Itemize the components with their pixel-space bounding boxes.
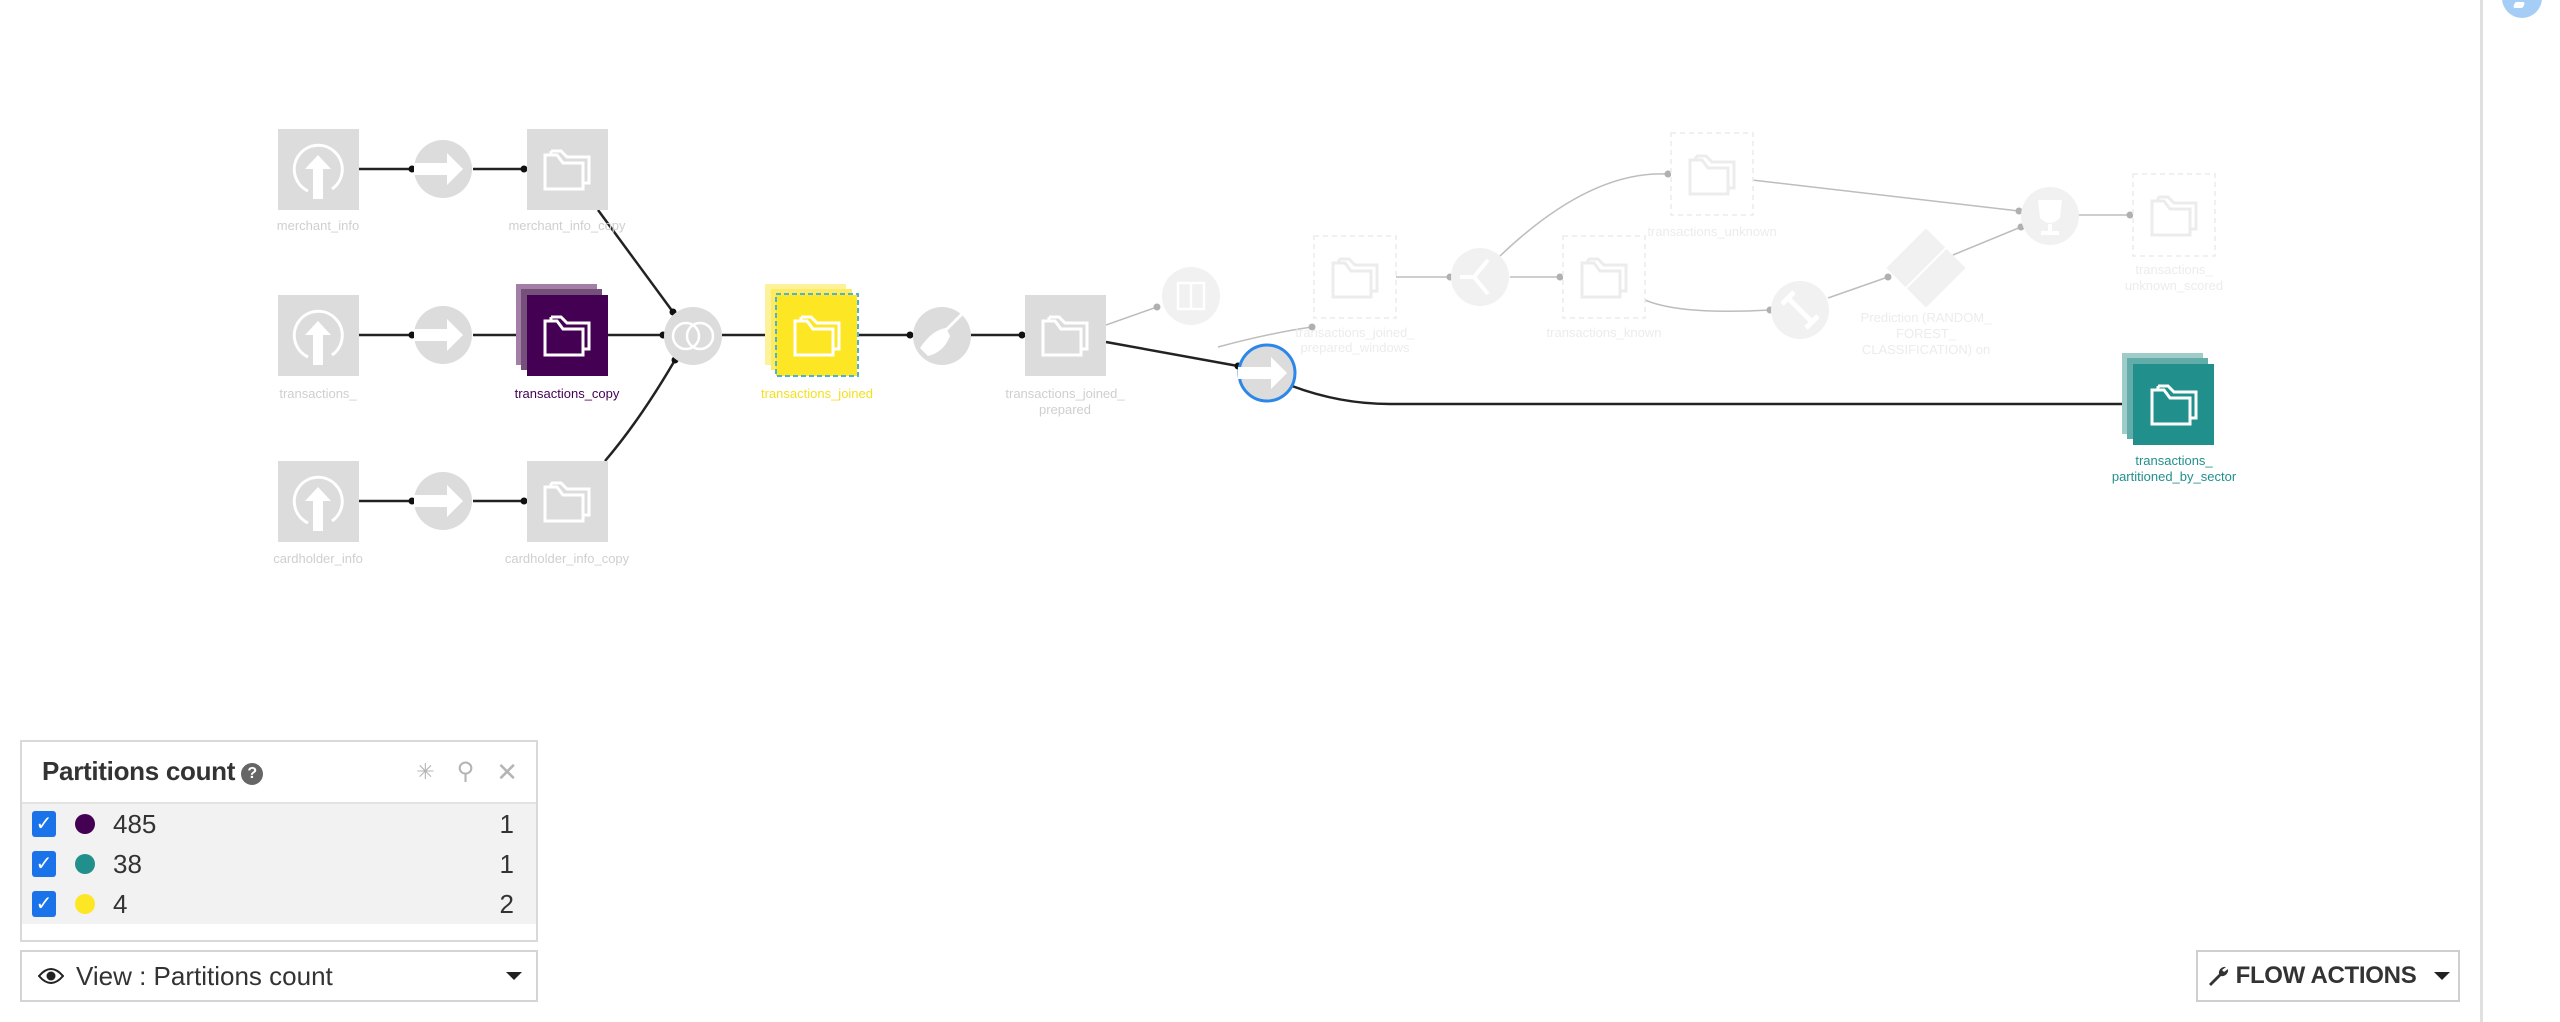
node-label: prepared_windows: [1300, 340, 1410, 355]
dataset-transactions-known[interactable]: transactions_known: [1547, 235, 1662, 340]
legend-count: 1: [499, 808, 514, 839]
legend-count: 2: [499, 888, 514, 919]
recipe-sync-transactions[interactable]: [414, 306, 472, 364]
broom-icon: [920, 312, 964, 356]
legend-title: Partitions count?: [42, 756, 264, 787]
wrench-icon: [2208, 966, 2228, 986]
chevron-down-icon: [506, 972, 522, 980]
node-label: transactions_: [2135, 453, 2213, 468]
recipe-sync-merchant[interactable]: [414, 140, 472, 198]
node-label: transactions_joined_: [1005, 386, 1125, 401]
color-swatch: [75, 854, 95, 874]
node-label: transactions_joined: [761, 386, 873, 401]
dataset-cardholder-info[interactable]: cardholder_info: [273, 461, 363, 566]
legend-item[interactable]: ✓ 38 1: [22, 844, 536, 884]
node-label: transactions_joined_: [1295, 325, 1415, 340]
recipe-train[interactable]: [1771, 281, 1829, 339]
dataset-transactions-joined-prepared[interactable]: transactions_joined_ prepared: [1005, 295, 1125, 417]
node-label: unknown_scored: [2125, 278, 2223, 293]
legend-checkbox[interactable]: ✓: [32, 851, 56, 877]
node-label: partitioned_by_sector: [2112, 469, 2237, 484]
legend-item[interactable]: ✓ 485 1: [22, 804, 536, 844]
legend-checkbox[interactable]: ✓: [32, 811, 56, 837]
split-icon: [1460, 258, 1490, 296]
dataset-cardholder-info-copy[interactable]: cardholder_info_copy: [505, 461, 630, 566]
dataset-transactions-source[interactable]: transactions_: [278, 295, 359, 401]
partitions-count-legend: Partitions count? ✳ ⚲ ✕ ✓ 485 1 ✓ 38 1 ✓…: [20, 740, 538, 942]
close-icon[interactable]: ✕: [496, 757, 518, 787]
flow-actions-button[interactable]: FLOW ACTIONS: [2196, 950, 2460, 1002]
legend-value: 4: [113, 888, 128, 919]
node-label: merchant_info_copy: [508, 218, 626, 233]
color-swatch: [75, 814, 95, 834]
node-label: transactions_known: [1547, 325, 1662, 340]
recipe-window[interactable]: [1162, 267, 1220, 325]
legend-list: ✓ 485 1 ✓ 38 1 ✓ 4 2: [22, 804, 536, 924]
chevron-down-icon: [2434, 972, 2451, 980]
node-label: CLASSIFICATION) on: [1862, 342, 1990, 357]
node-label: Prediction (RANDOM_: [1861, 310, 1993, 325]
chat-icon[interactable]: [2502, 0, 2542, 18]
dataset-merchant-info[interactable]: merchant_info: [277, 129, 359, 233]
right-panel-divider: [2480, 0, 2483, 1022]
node-label: merchant_info: [277, 218, 359, 233]
node-label: cardholder_info_copy: [505, 551, 630, 566]
help-icon[interactable]: ?: [241, 763, 264, 785]
recipe-join[interactable]: [664, 307, 722, 365]
flow-actions-label: FLOW ACTIONS: [2235, 962, 2417, 989]
node-label: transactions_: [2135, 262, 2213, 277]
color-swatch: [75, 894, 95, 914]
recipe-score[interactable]: [2021, 187, 2079, 245]
legend-count: 1: [499, 848, 514, 879]
select-nodes-icon[interactable]: ✳: [416, 759, 435, 784]
legend-checkbox[interactable]: ✓: [32, 891, 56, 917]
window-icon: [1176, 281, 1206, 311]
dumbbell-icon: [1780, 290, 1820, 330]
node-label: transactions_unknown: [1647, 224, 1776, 239]
edge-dots: [408, 165, 2135, 505]
dataset-transactions-unknown[interactable]: transactions_unknown: [1647, 132, 1777, 239]
join-icon: [671, 321, 715, 351]
recipe-prepare[interactable]: [913, 307, 971, 365]
recipe-split[interactable]: [1451, 248, 1509, 306]
legend-item[interactable]: ✓ 4 2: [22, 884, 536, 924]
dataset-transactions-joined[interactable]: transactions_joined: [761, 284, 873, 401]
dataset-merchant-info-copy[interactable]: merchant_info_copy: [508, 129, 626, 233]
recipe-sync-cardholder[interactable]: [414, 472, 472, 530]
legend-title-text: Partitions count: [42, 756, 236, 786]
recipe-sync-partition-selected[interactable]: [1237, 343, 1297, 403]
legend-value: 485: [113, 808, 157, 839]
node-label: cardholder_info: [273, 551, 363, 566]
node-label: prepared: [1039, 402, 1091, 417]
node-label: transactions_copy: [515, 386, 620, 401]
legend-value: 38: [113, 848, 142, 879]
legend-header: Partitions count? ✳ ⚲ ✕: [22, 742, 536, 804]
search-icon[interactable]: ⚲: [456, 758, 475, 785]
dataset-transactions-joined-prepared-windows[interactable]: transactions_joined_ prepared_windows: [1295, 235, 1415, 355]
trophy-icon: [2038, 200, 2062, 235]
dataset-transactions-unknown-scored[interactable]: transactions_ unknown_scored: [2125, 173, 2223, 293]
saved-model[interactable]: Prediction (RANDOM_ FOREST_ CLASSIFICATI…: [1861, 228, 1993, 357]
node-label: FOREST_: [1896, 326, 1957, 341]
faded-edges: [1105, 173, 2130, 348]
model-icon: [1905, 247, 1947, 289]
eye-icon: [38, 968, 64, 984]
view-selector-dropdown[interactable]: View : Partitions count: [20, 950, 538, 1002]
active-edges: [359, 167, 2130, 503]
dataset-transactions-partitioned-by-sector[interactable]: transactions_ partitioned_by_sector: [2112, 353, 2237, 484]
node-label: transactions_: [279, 386, 357, 401]
dataset-transactions-copy[interactable]: transactions_copy: [515, 284, 620, 401]
view-selector-label: View : Partitions count: [76, 960, 333, 991]
